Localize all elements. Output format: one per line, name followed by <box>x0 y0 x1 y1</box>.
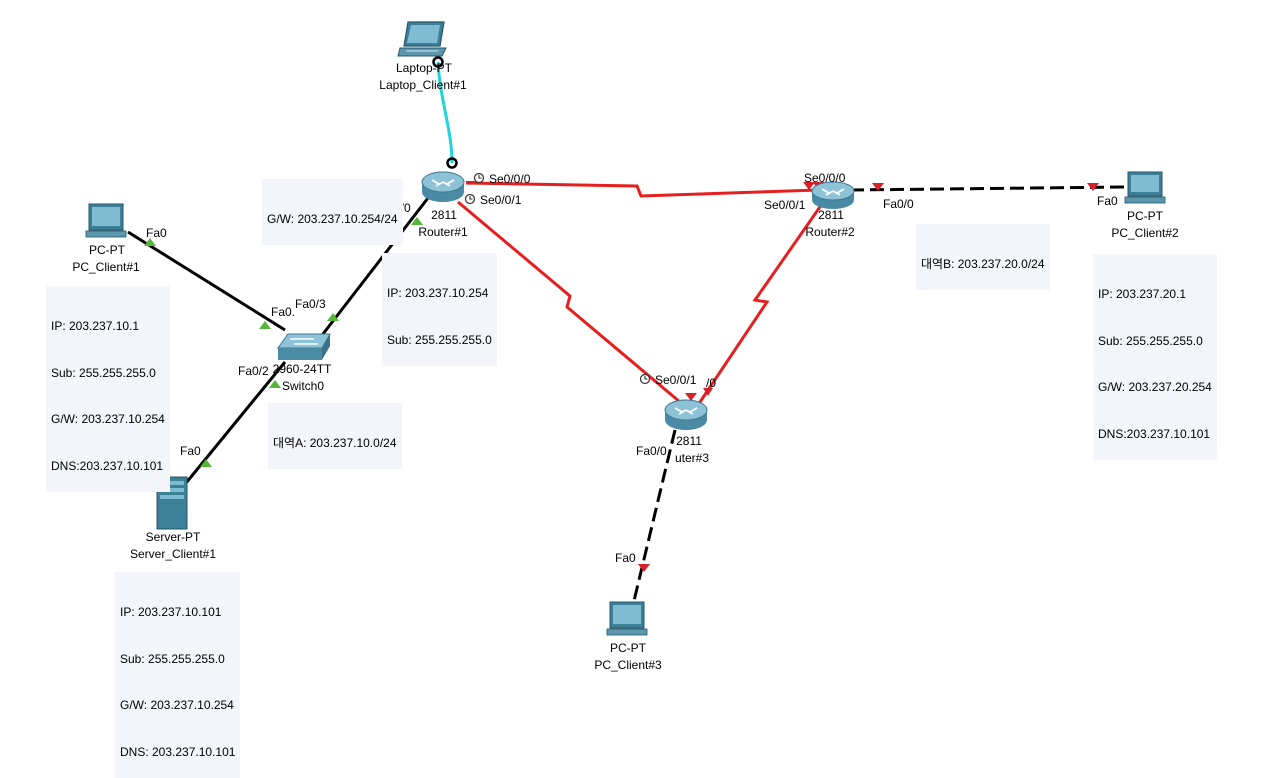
server-name-label: Server_Client#1 <box>129 547 217 561</box>
link-down-indicator <box>638 564 650 572</box>
link-up-indicator <box>269 380 281 388</box>
console-cable-laptop-router1[interactable] <box>436 61 454 164</box>
ethernet-link-switch-server[interactable] <box>184 361 287 484</box>
note-line: IP: 203.237.10.1 <box>51 319 140 333</box>
router1-name-label: Router#1 <box>418 225 468 239</box>
link-up-indicator <box>259 321 271 329</box>
note-line: 대역B: 203.237.20.0/24 <box>921 257 1045 271</box>
port-label: Fa0/3 <box>295 297 326 311</box>
switch-icon[interactable] <box>277 333 331 360</box>
port-label: Se0/0/0 <box>804 171 846 185</box>
serial-link-router1-router2[interactable] <box>465 181 819 198</box>
crossover-link-router3-pc3[interactable] <box>631 429 677 606</box>
note-line: Sub: 255.255.255.0 <box>387 332 492 347</box>
port-label: Fa0/0 <box>636 444 667 458</box>
port-label: Se0/0/0 <box>489 172 531 186</box>
clock-icon <box>473 172 485 184</box>
pc2-name-label: PC_Client#2 <box>1111 226 1179 240</box>
router1-ip-note: IP: 203.237.10.254 Sub: 255.255.255.0 <box>382 253 497 366</box>
pc-icon[interactable] <box>606 601 648 636</box>
link-down-indicator <box>465 181 475 185</box>
crossover-link-router2-pc2[interactable] <box>849 185 1126 192</box>
note-line: IP: 203.237.20.1 <box>1098 287 1187 301</box>
pc3-name-label: PC_Client#3 <box>594 658 662 672</box>
pc-icon[interactable] <box>1124 171 1166 204</box>
note-line: G/W: 203.237.20.254 <box>1098 380 1212 394</box>
clock-icon <box>639 373 651 385</box>
note-line: DNS:203.237.10.101 <box>1098 426 1211 441</box>
link-down-indicator <box>685 393 697 401</box>
port-label: Fa0/2 <box>238 364 269 378</box>
switch-name-label: Switch0 <box>281 379 325 393</box>
note-line: DNS: 203.237.10.101 <box>120 744 236 759</box>
serial-link-router2-router3[interactable] <box>696 203 824 406</box>
pc1-ip-note: IP: 203.237.10.1 Sub: 255.255.255.0 G/W:… <box>46 286 170 492</box>
link-down-indicator <box>1087 183 1099 191</box>
port-label: Fa0 <box>180 444 201 458</box>
link-down-indicator <box>703 388 713 396</box>
port-label: Se0/0/1 <box>764 198 806 212</box>
port-label: Fa0 <box>146 226 167 240</box>
link-up-indicator <box>200 459 212 467</box>
port-label: Fa0/0 <box>883 197 914 211</box>
band-a-note: 대역A: 203.237.10.0/24 <box>268 403 402 469</box>
pc1-model-label: PC-PT <box>89 243 125 257</box>
router3-name-label: uter#3 <box>674 451 710 465</box>
pc2-model-label: PC-PT <box>1127 209 1163 223</box>
note-line: Sub: 255.255.255.0 <box>120 651 225 666</box>
serial-clock-icons <box>464 172 651 385</box>
note-line: G/W: 203.237.10.254/24 <box>267 212 398 226</box>
note-line: G/W: 203.237.10.254 <box>120 698 234 712</box>
note-line: IP: 203.237.10.101 <box>120 605 222 619</box>
serial-link-router1-router3[interactable] <box>457 200 681 404</box>
link-indicators <box>144 181 1099 572</box>
port-label: /0 <box>706 376 717 390</box>
link-down-indicator <box>803 182 815 190</box>
note-line: 대역A: 203.237.10.0/24 <box>273 436 397 450</box>
server-model-label: Server-PT <box>145 530 201 544</box>
pc2-ip-note: IP: 203.237.20.1 Sub: 255.255.255.0 G/W:… <box>1093 254 1217 460</box>
laptop-name-label: Laptop_Client#1 <box>379 78 467 92</box>
console-endpoint-laptop <box>432 56 444 68</box>
pc3-model-label: PC-PT <box>610 641 646 655</box>
laptop-icon[interactable] <box>397 21 447 57</box>
server-ip-note: IP: 203.237.10.101 Sub: 255.255.255.0 G/… <box>115 572 241 778</box>
clock-icon <box>464 193 476 205</box>
router3-model-label: 2811 <box>676 434 702 448</box>
router2-model-label: 2811 <box>818 208 844 222</box>
switch-model-label: 2960-24TT <box>272 362 332 376</box>
port-label: Se0/0/1 <box>480 193 522 207</box>
note-line: Sub: 255.255.255.0 <box>1098 333 1203 348</box>
ethernet-link-pc1-switch[interactable] <box>127 230 286 332</box>
port-label: Fa0 <box>1097 194 1118 208</box>
note-line: IP: 203.237.10.254 <box>387 286 489 300</box>
port-label: Fa0. <box>271 305 296 319</box>
router-icon[interactable] <box>421 171 465 202</box>
router2-name-label: Router#2 <box>805 225 855 239</box>
link-up-indicator <box>144 238 156 246</box>
band-b-note: 대역B: 203.237.20.0/24 <box>916 224 1050 290</box>
note-line: DNS:203.237.10.101 <box>51 458 164 473</box>
pc-icon[interactable] <box>85 203 127 238</box>
port-label: Se0/0/1 <box>655 373 697 387</box>
router-icon[interactable] <box>811 181 855 209</box>
link-up-indicator <box>327 313 339 321</box>
link-down-indicator <box>872 183 884 191</box>
router1-model-label: 2811 <box>431 208 457 222</box>
router-icon[interactable] <box>664 399 708 430</box>
pc1-name-label: PC_Client#1 <box>72 260 140 274</box>
console-endpoint-router1 <box>446 157 458 169</box>
links-layer <box>127 56 1126 606</box>
link-up-indicator <box>411 217 423 225</box>
router1-gateway-note: G/W: 203.237.10.254/24 <box>262 179 403 245</box>
note-line: G/W: 203.237.10.254 <box>51 412 165 426</box>
note-line: Sub: 255.255.255.0 <box>51 365 156 380</box>
laptop-model-label: Laptop-PT <box>395 61 453 75</box>
port-label: Fa0 <box>615 551 636 565</box>
